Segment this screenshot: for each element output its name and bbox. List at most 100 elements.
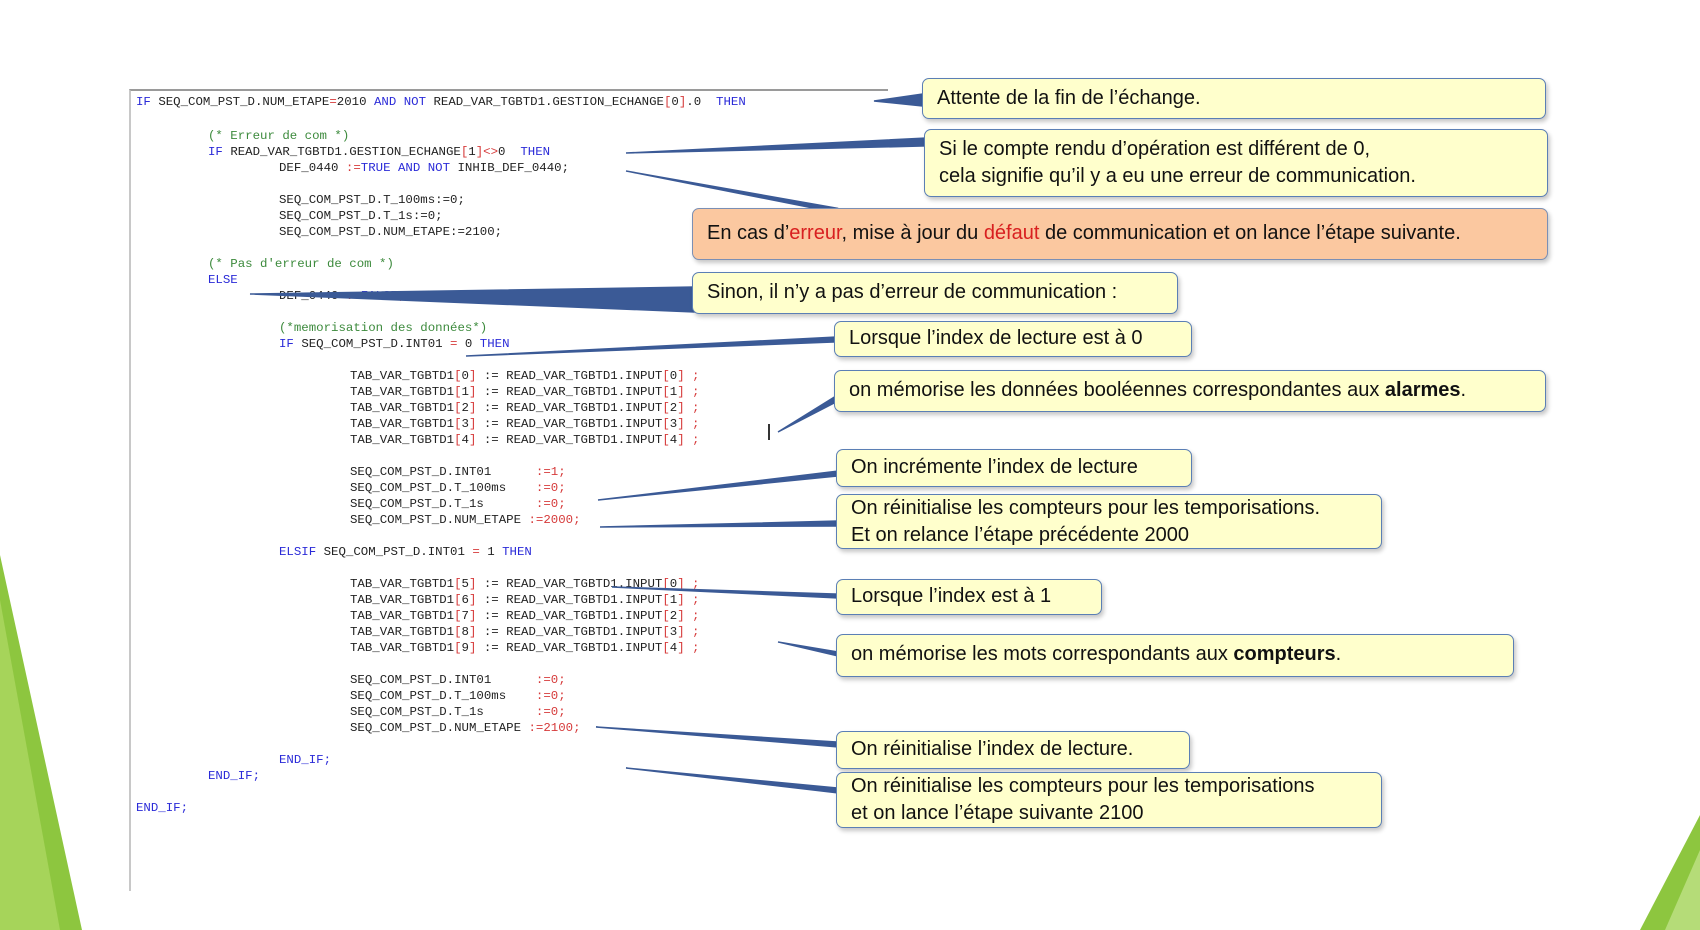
callout-memorise-compteurs: on mémorise les mots correspondants aux …	[836, 634, 1514, 677]
connector-7	[597, 470, 839, 501]
code-line-num-etape: SEQ_COM_PST_D.NUM_ETAPE:=2100;	[279, 225, 503, 239]
code-token: 8	[461, 625, 469, 639]
code-token: ]	[677, 641, 685, 655]
code-token: ;	[684, 417, 700, 431]
callout-text: , mise à jour du	[841, 222, 984, 244]
code-token: ]	[677, 577, 685, 591]
code-token: 2010	[336, 95, 374, 109]
kw-end-if-inner: END_IF;	[279, 753, 332, 767]
code-line-seq-assign: SEQ_COM_PST_D.T_100ms :=0;	[350, 480, 566, 496]
code-token: ]	[677, 385, 685, 399]
callout-text-alarmes-bold: alarmes	[1384, 379, 1461, 401]
callout-text: on mémorise les données booléennes corre…	[849, 379, 1385, 401]
code-token: ;	[684, 433, 700, 447]
code-token: := READ_VAR_TGBTD1.INPUT	[476, 625, 663, 639]
kw-end-if-mid: END_IF;	[208, 769, 261, 783]
code-token: SEQ_COM_PST_D.T_1s	[350, 705, 536, 719]
callout-text: En cas d’	[707, 222, 790, 244]
code-token: [	[454, 401, 462, 415]
code-token: := READ_VAR_TGBTD1.INPUT	[476, 417, 663, 431]
code-token: 0	[457, 337, 480, 351]
code-token: SEQ_COM_PST_D.T_100ms	[350, 481, 536, 495]
connector-4	[249, 286, 695, 313]
code-token: [	[662, 417, 670, 431]
callout-text: Sinon, il n’y a pas d’erreur de communic…	[707, 281, 1118, 303]
code-token: INHIB_DEF_0440;	[450, 161, 570, 175]
code-token: ;	[684, 369, 700, 383]
code-token: SEQ_COM_PST_D.T_1s	[350, 497, 536, 511]
code-operator: [	[460, 145, 469, 159]
code-line-tab-assign: TAB_VAR_TGBTD1[3] := READ_VAR_TGBTD1.INP…	[350, 416, 700, 432]
code-token: 3	[669, 417, 678, 431]
code-line-seq-assign: SEQ_COM_PST_D.INT01 :=1;	[350, 464, 566, 480]
code-token: [	[662, 369, 670, 383]
code-line-tab-assign: TAB_VAR_TGBTD1[6] := READ_VAR_TGBTD1.INP…	[350, 592, 700, 608]
kw-end-if-outer: END_IF;	[136, 801, 189, 815]
code-line-tab-assign: TAB_VAR_TGBTD1[1] := READ_VAR_TGBTD1.INP…	[350, 384, 700, 400]
code-token: ]	[468, 417, 477, 431]
code-token: [	[454, 369, 462, 383]
connector-2	[625, 137, 927, 154]
code-comment-memorisation: (*memorisation des données*)	[279, 321, 488, 335]
code-token: TAB_VAR_TGBTD1	[350, 401, 455, 415]
code-token: TAB_VAR_TGBTD1	[350, 369, 455, 383]
code-token: ]	[468, 401, 477, 415]
code-token: TAB_VAR_TGBTD1	[350, 609, 455, 623]
code-line-seq-assign: SEQ_COM_PST_D.T_100ms :=0;	[350, 688, 566, 704]
code-token: := READ_VAR_TGBTD1.INPUT	[476, 433, 663, 447]
code-token: 7	[461, 609, 469, 623]
callout-text: Lorsque l’index est à 1	[851, 585, 1052, 607]
code-line-t100ms: SEQ_COM_PST_D.T_100ms:=0;	[279, 193, 465, 207]
code-line-tab-assign: TAB_VAR_TGBTD1[0] := READ_VAR_TGBTD1.INP…	[350, 368, 700, 384]
code-token: ;	[684, 625, 700, 639]
code-token: 4	[669, 433, 678, 447]
code-operator: :=	[345, 161, 361, 175]
code-assignment: :=0;	[535, 705, 566, 719]
code-token: ]	[677, 609, 685, 623]
code-token: SEQ_COM_PST_D.INT01	[350, 673, 536, 687]
code-token: := READ_VAR_TGBTD1.INPUT	[476, 385, 663, 399]
code-token: 1	[479, 545, 503, 559]
code-line-if-int01-0: IF SEQ_COM_PST_D.INT01 = 0 THEN	[279, 336, 510, 352]
callout-memorise-alarmes: on mémorise les données booléennes corre…	[834, 370, 1546, 412]
callout-text-erreur-red: erreur	[789, 222, 842, 244]
code-assignment: :=2100;	[528, 721, 581, 735]
code-token: 6	[461, 593, 469, 607]
code-line-tab-assign: TAB_VAR_TGBTD1[4] := READ_VAR_TGBTD1.INP…	[350, 432, 700, 448]
connector-1	[873, 93, 923, 107]
code-token: .0	[686, 95, 717, 109]
code-token: ]	[677, 417, 685, 431]
code-line-tab-assign: TAB_VAR_TGBTD1[8] := READ_VAR_TGBTD1.INP…	[350, 624, 700, 640]
code-token: 4	[669, 641, 678, 655]
code-token: ]	[677, 369, 685, 383]
code-token: [	[454, 609, 462, 623]
code-token: ]	[468, 609, 477, 623]
callout-text-defaut-red: défaut	[983, 222, 1040, 244]
code-operator: =	[472, 545, 480, 559]
code-token: TAB_VAR_TGBTD1	[350, 593, 455, 607]
code-line-seq-assign: SEQ_COM_PST_D.INT01 :=0;	[350, 672, 566, 688]
code-token: ]	[677, 433, 685, 447]
code-token: ]	[468, 625, 477, 639]
callout-text-line1: On réinitialise les compteurs pour les t…	[851, 497, 1321, 519]
code-token: [	[454, 417, 462, 431]
code-token: ]	[468, 385, 477, 399]
code-token: := READ_VAR_TGBTD1.INPUT	[476, 609, 663, 623]
code-token: SEQ_COM_PST_D.INT01	[323, 545, 473, 559]
code-line-tab-assign: TAB_VAR_TGBTD1[7] := READ_VAR_TGBTD1.INP…	[350, 608, 700, 624]
code-assignment: :=2000;	[528, 513, 581, 527]
code-token: [	[662, 577, 670, 591]
kw-elsif: ELSIF	[279, 545, 324, 559]
code-token: ]	[468, 577, 477, 591]
code-line-if-gestion: IF READ_VAR_TGBTD1.GESTION_ECHANGE[1]<>0…	[208, 144, 550, 160]
code-operator: <>	[483, 145, 499, 159]
code-token: ]	[468, 433, 477, 447]
callout-index-lecture-0: Lorsque l’index de lecture est à 0	[834, 321, 1192, 357]
kw-then: THEN	[479, 337, 510, 351]
code-token: [	[662, 641, 670, 655]
code-token: TAB_VAR_TGBTD1	[350, 625, 455, 639]
code-line-seq-assign: SEQ_COM_PST_D.T_1s :=0;	[350, 704, 566, 720]
code-token: 0	[498, 145, 521, 159]
code-operator: ]	[475, 145, 484, 159]
code-token: [	[454, 433, 462, 447]
